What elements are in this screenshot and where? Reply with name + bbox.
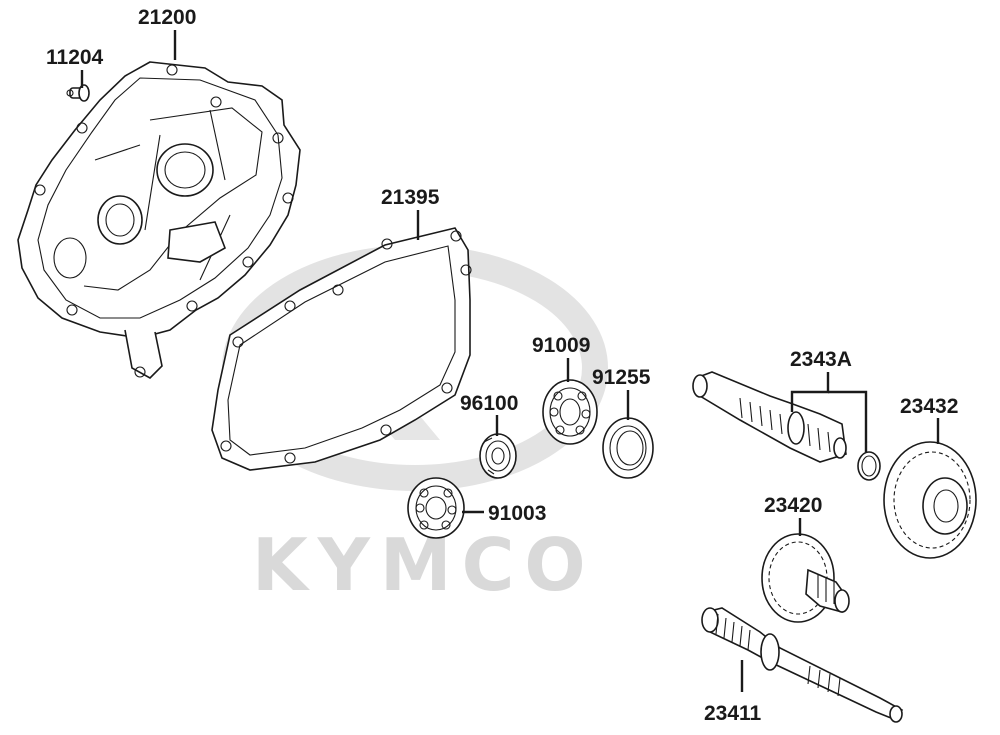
label-23432: 23432 [900, 395, 958, 418]
label-2343A: 2343A [790, 348, 852, 371]
intermediate-gear-drawing [761, 533, 850, 623]
label-91255: 91255 [592, 366, 651, 389]
drive-shaft-drawing [701, 607, 904, 723]
small-bearing-drawing [479, 433, 517, 479]
leader-lines [80, 30, 940, 692]
label-96100: 96100 [460, 392, 518, 415]
label-11204: 11204 [46, 46, 104, 69]
cover-gasket-drawing [211, 227, 472, 471]
label-23420: 23420 [764, 494, 822, 517]
oil-seal-drawing [602, 417, 654, 479]
transmission-cover-drawing [17, 61, 301, 379]
label-91003: 91003 [488, 502, 546, 525]
part-labels: 21200 11204 21395 96100 91009 91255 9100… [46, 6, 958, 725]
dowel-pin-drawing [66, 84, 90, 102]
label-21200: 21200 [138, 6, 196, 29]
label-23411: 23411 [704, 702, 762, 725]
label-21395: 21395 [381, 186, 440, 209]
label-91009: 91009 [532, 334, 590, 357]
watermark-text: KYMCO [252, 523, 596, 607]
counter-shaft-drawing [692, 371, 881, 481]
bearing-91009-drawing [542, 379, 598, 445]
bearing-91003-drawing [407, 477, 465, 539]
counter-gear-drawing [883, 441, 977, 559]
